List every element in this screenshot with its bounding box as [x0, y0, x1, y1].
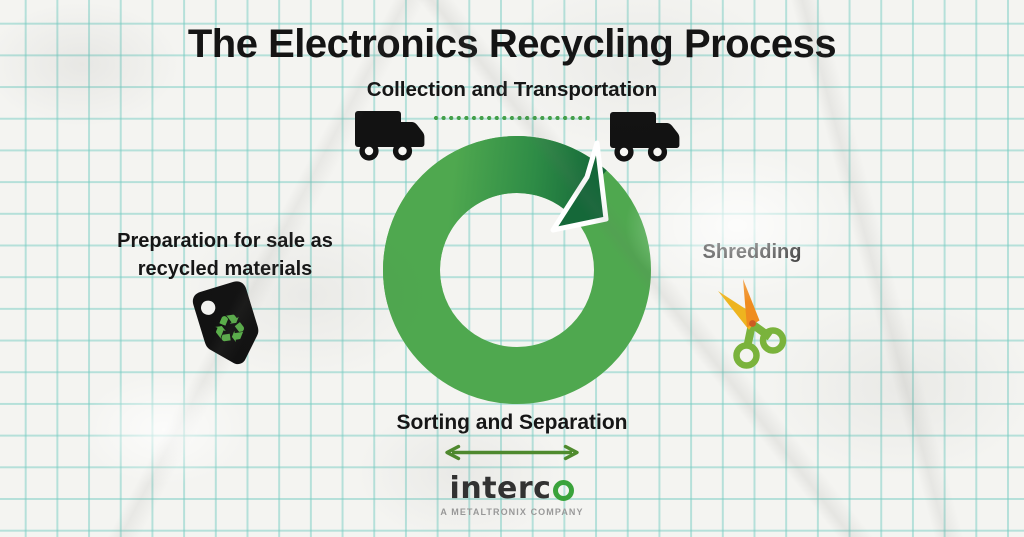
- logo-tagline: A METALTRONIX COMPANY: [440, 507, 584, 517]
- logo-text: interc: [449, 471, 552, 506]
- price-tag-recycle-icon: ♻: [183, 279, 275, 375]
- step-label-collection: Collection and Transportation: [366, 78, 658, 101]
- page-title: The Electronics Recycling Process: [187, 22, 837, 66]
- scissors-icon: [706, 276, 796, 370]
- dotted-route-line: [433, 115, 592, 121]
- interco-logo: interc A METALTRONIX COMPANY: [0, 474, 1024, 518]
- step-label-sorting: Sorting and Separation: [396, 411, 628, 434]
- step-label-shredding: Shredding: [702, 241, 802, 263]
- step-label-preparation: Preparation for sale as recycled materia…: [117, 230, 333, 281]
- svg-text:♻: ♻: [210, 305, 251, 354]
- logo-wordmark: interc: [450, 474, 575, 504]
- recycle-loop-icon: [383, 136, 651, 404]
- double-arrow-icon: [444, 444, 580, 461]
- logo-o-icon: [553, 480, 575, 501]
